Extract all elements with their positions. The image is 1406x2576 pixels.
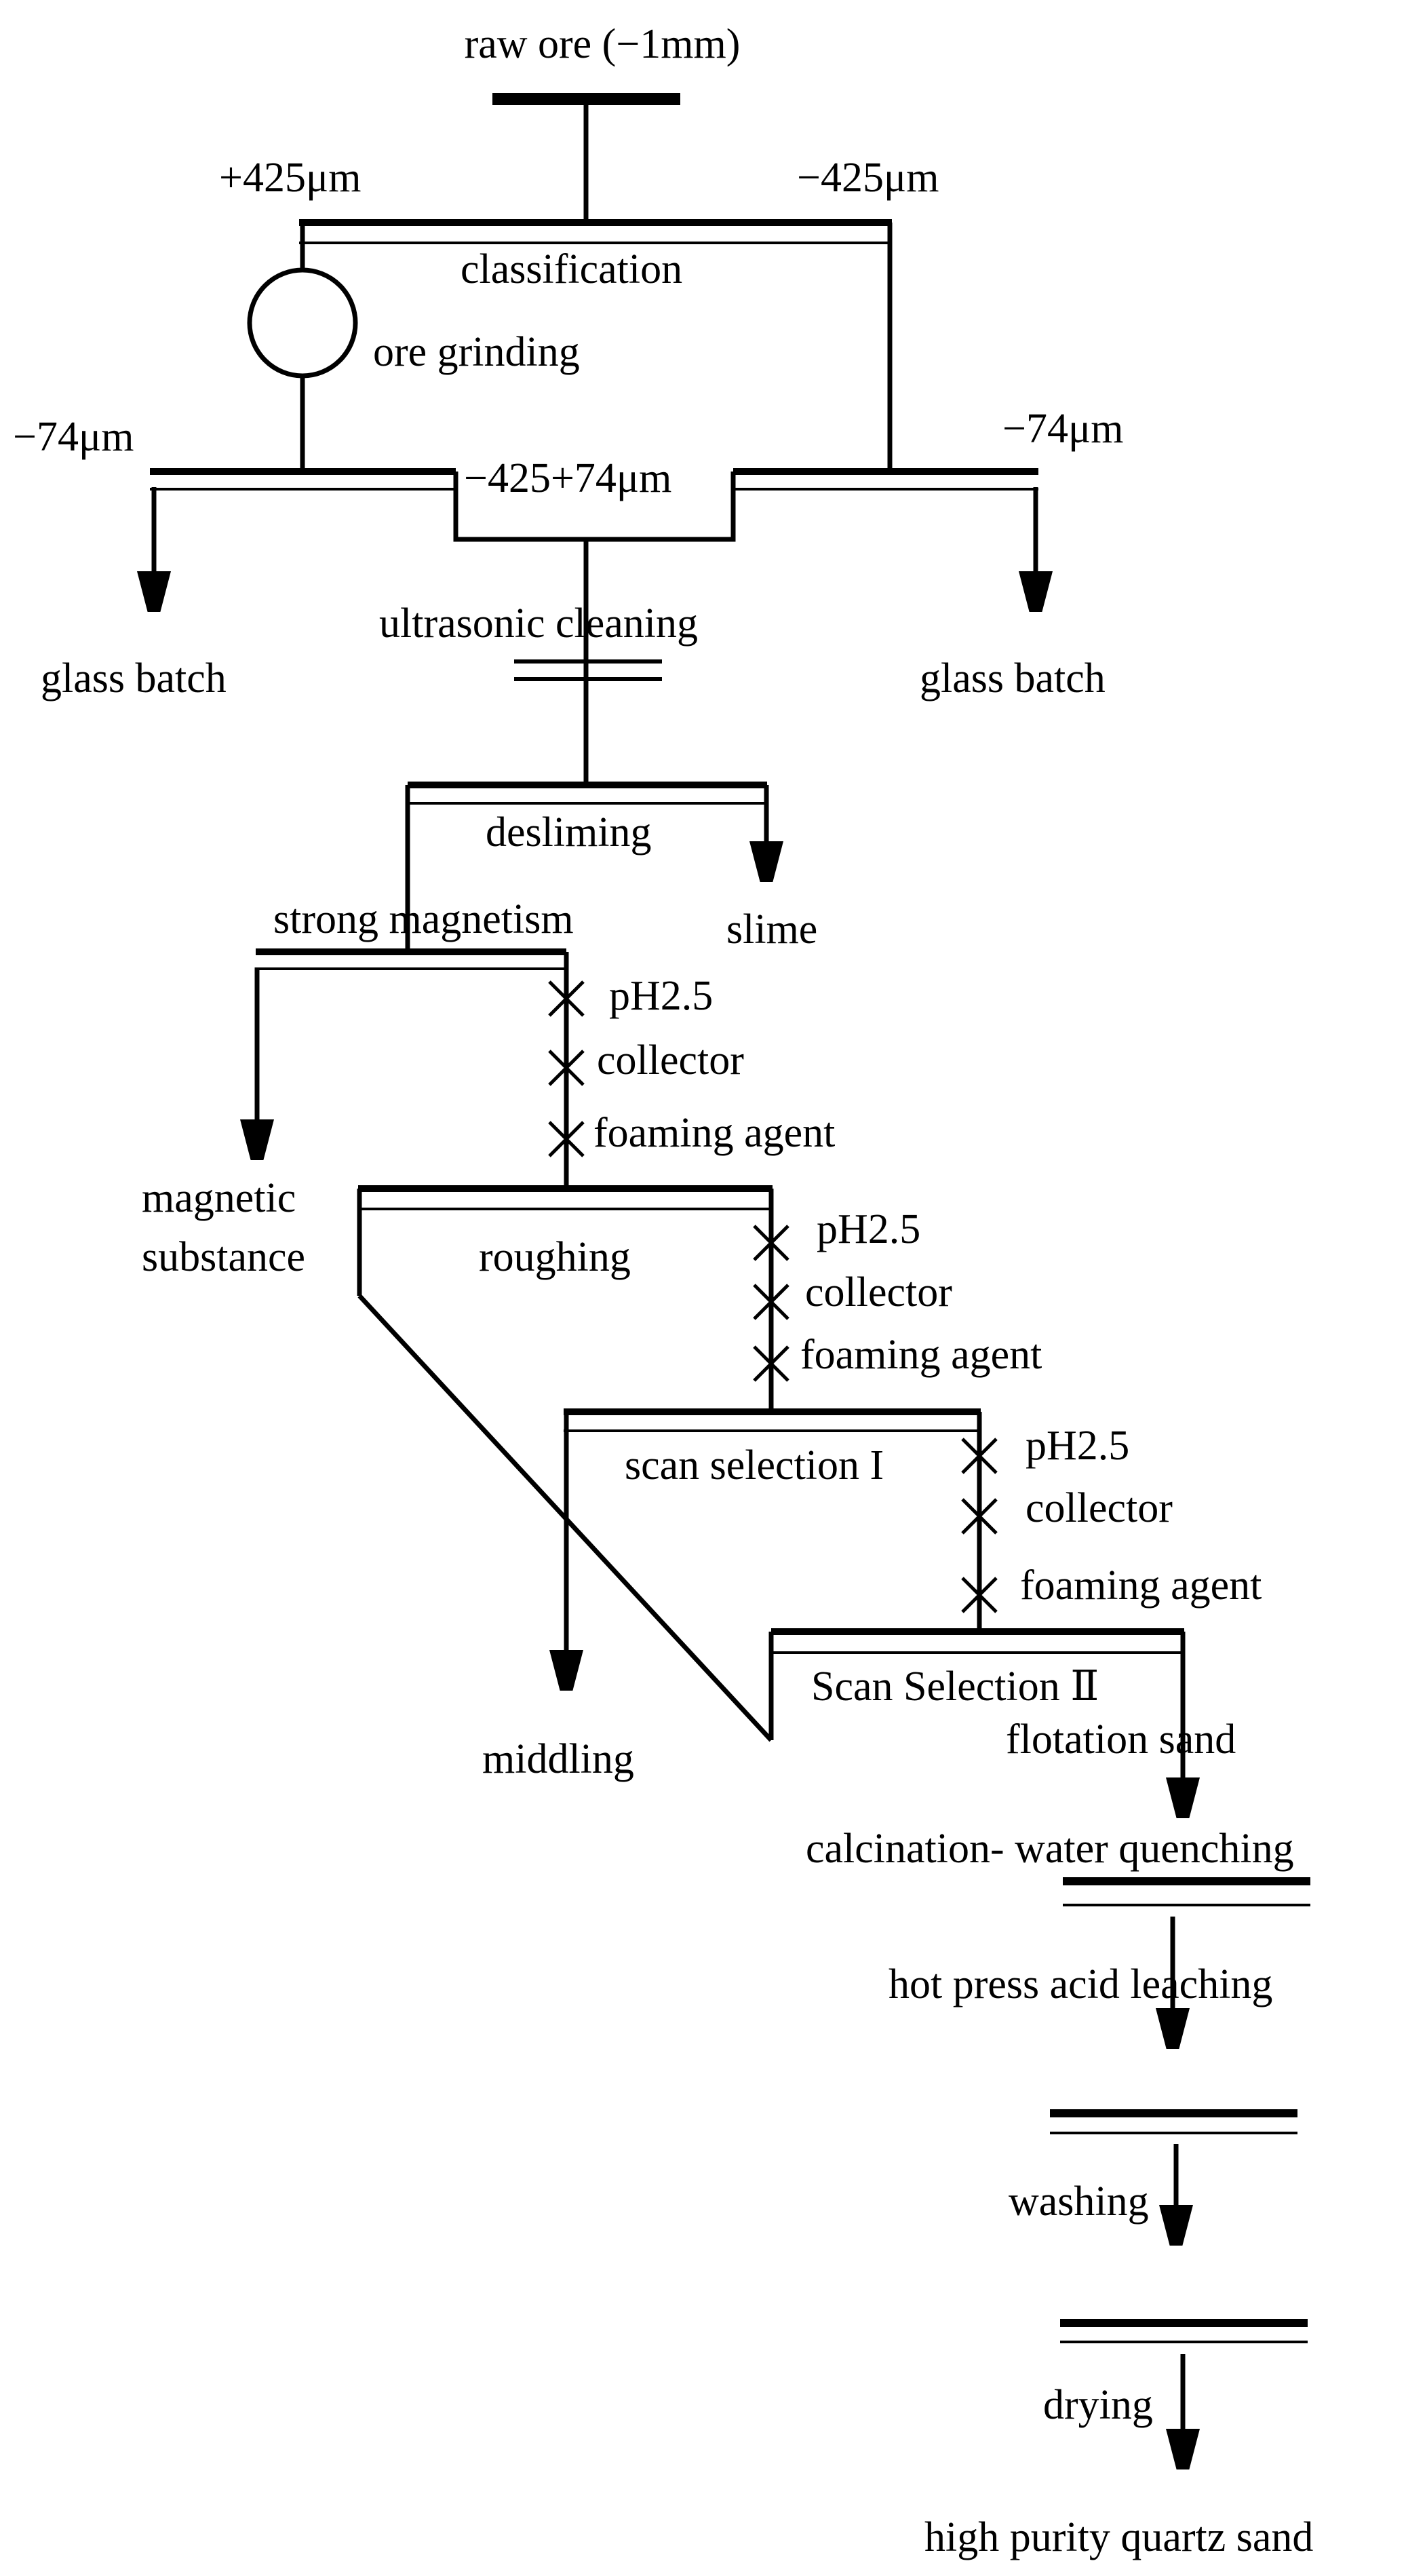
ph-label-2: pH2.5 [817,1206,920,1252]
collector-label-3: collector [1026,1485,1173,1531]
acid-leaching-unit [1050,2109,1297,2205]
labels: raw ore (−1mm) +425μm −425μm classificat… [13,21,1313,2560]
reagent-marker-icon [548,1121,585,1157]
middle-fraction-label: −425+74μm [464,455,671,501]
desliming-label: desliming [486,809,652,856]
classification-label: classification [461,246,682,292]
reagent-marker-icon [961,1498,998,1535]
ph-label-3: pH2.5 [1026,1423,1129,1469]
glass-batch-left-label: glass batch [41,655,227,701]
plus-425-label: +425μm [219,155,361,201]
magnetic-label: magnetic [142,1175,296,1221]
scan-selection-2-cell [768,1628,1184,1777]
scan-selection-2-label: Scan Selection Ⅱ [811,1664,1099,1710]
desliming-screen [405,782,767,952]
foaming-agent-label-3: foaming agent [1020,1562,1262,1609]
drying-label: drying [1043,2382,1153,2428]
scan-selection-1-cell [564,1408,998,1650]
substance-label: substance [142,1234,305,1280]
glass-batch-right-label: glass batch [920,655,1106,701]
slime-label: slime [726,906,817,953]
ore-grinding-mill [247,267,358,472]
roughing-label: roughing [479,1234,631,1280]
minus-74-left-label: −74μm [13,414,134,460]
collector-label-2: collector [805,1269,952,1315]
classification-screen [299,219,893,472]
minus-425-label: −425μm [797,155,939,201]
reagent-marker-icon [753,1284,789,1320]
calcination-quenching-label: calcination- water quenching [806,1826,1294,1872]
middling-label: middling [482,1736,634,1782]
minus-74-right-label: −74μm [1002,406,1123,452]
reagent-marker-icon [753,1225,789,1261]
calcination-quenching-unit [1063,1877,1310,2008]
ultrasonic-cleaner [514,659,662,681]
foaming-agent-label-2: foaming agent [800,1332,1042,1378]
foaming-agent-label-1: foaming agent [593,1110,835,1156]
magnetic-separator [256,948,585,1189]
flotation-sand-label: flotation sand [1006,1716,1236,1763]
raw-ore-feed [492,93,680,220]
reagent-marker-icon [961,1577,998,1613]
right-fines-screen [733,468,1038,571]
reagent-marker-icon [548,980,585,1017]
strong-magnetism-label: strong magnetism [273,896,574,942]
hot-press-acid-leaching-label: hot press acid leaching [888,1961,1272,2007]
reagent-marker-icon [548,1050,585,1086]
washing-unit [1060,2319,1308,2429]
collector-label-1: collector [597,1037,744,1083]
washing-label: washing [1009,2178,1149,2225]
raw-ore-label: raw ore (−1mm) [465,21,741,67]
ultrasonic-cleaning-label: ultrasonic cleaning [379,600,698,647]
high-purity-quartz-sand-label: high purity quartz sand [924,2514,1313,2560]
left-fines-screen [150,468,456,571]
ore-grinding-label: ore grinding [373,329,580,375]
scan-selection-1-label: scan selection I [625,1442,884,1488]
reagent-marker-icon [961,1438,998,1474]
reagent-marker-icon [753,1345,789,1382]
ph-label-1: pH2.5 [609,973,713,1019]
